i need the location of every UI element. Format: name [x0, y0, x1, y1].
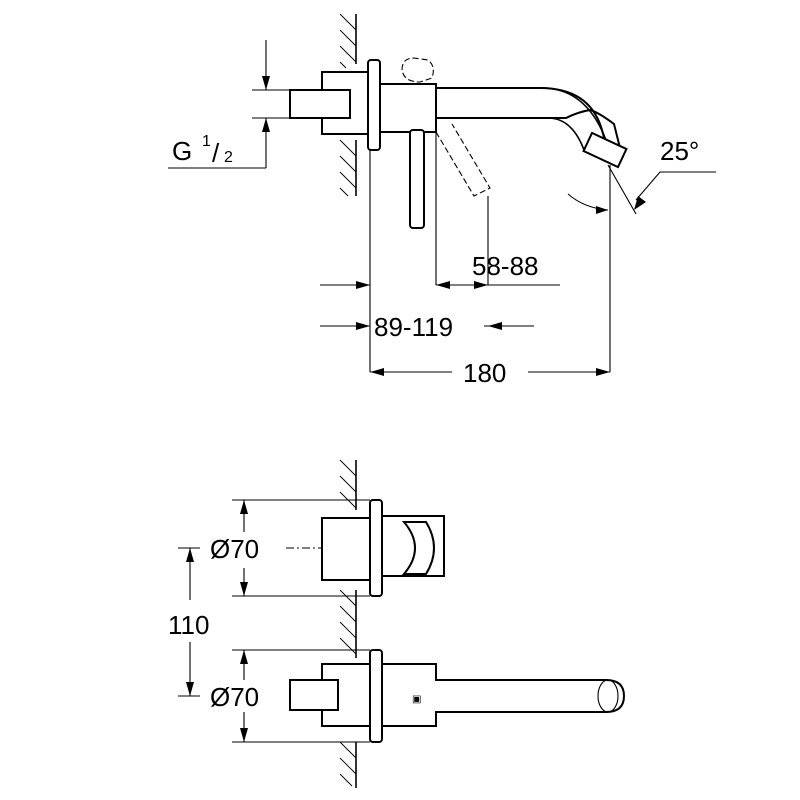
- dia-top-label: Ø70: [210, 534, 259, 564]
- dim-180-label: 180: [463, 358, 506, 388]
- dim-110-label: 110: [168, 610, 209, 640]
- spout-plate: [369, 649, 383, 743]
- wall-plate: [367, 59, 381, 151]
- valve-body: [321, 517, 371, 581]
- dim-58-88-label: 58-88: [472, 251, 539, 281]
- thread-label: G: [172, 136, 192, 166]
- wall-hatching-bottom: [339, 459, 357, 788]
- valve-plate: [369, 499, 383, 597]
- brand-logo: ▣: [412, 694, 421, 705]
- dim-89-119-label: 89-119: [374, 312, 453, 342]
- dim-180: 180: [370, 358, 610, 388]
- lever-handle: [409, 129, 425, 229]
- dim-89-119: 89-119: [320, 150, 534, 372]
- spout: [435, 87, 624, 162]
- spout-inlet: [289, 679, 339, 711]
- thread-fraction-slash: /: [212, 138, 220, 168]
- dia-bottom-dimension: Ø70: [210, 649, 370, 743]
- dia-bottom-label: Ø70: [210, 682, 259, 712]
- valve-handle: [401, 521, 435, 575]
- wall-hatching-top: [339, 13, 357, 197]
- side-elevation-view: G 1 / 2 25° 58-88: [168, 13, 716, 388]
- inlet-stub: [289, 89, 351, 119]
- valve-housing: [379, 83, 437, 133]
- aerator: [582, 131, 628, 169]
- lever-tilt-ghost: [435, 123, 491, 197]
- thread-fraction-num: 1: [202, 133, 211, 150]
- plan-view: ▣ Ø70 Ø70 110: [168, 459, 626, 788]
- dim-58-88: 58-88: [435, 120, 560, 289]
- dia-top-dimension: Ø70: [210, 499, 370, 597]
- lever-top-ghost: [401, 57, 434, 83]
- angle-dimension: 25°: [567, 136, 716, 372]
- angle-label: 25°: [660, 136, 699, 166]
- thread-dimension: G 1 / 2: [168, 40, 290, 169]
- dim-110: 110: [168, 547, 209, 697]
- thread-fraction-den: 2: [224, 149, 233, 166]
